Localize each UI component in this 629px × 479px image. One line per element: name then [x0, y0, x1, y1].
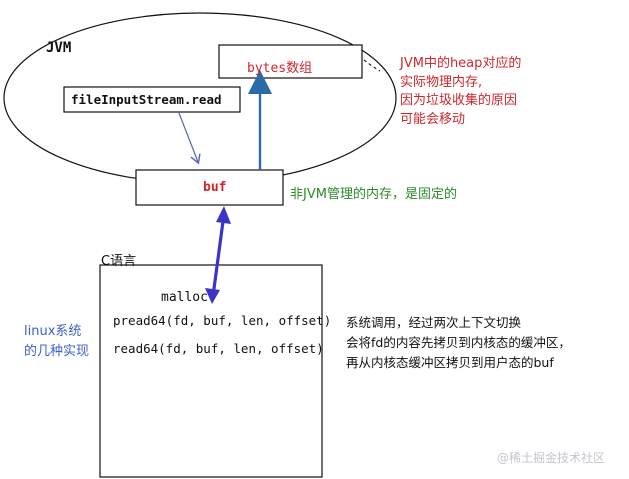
buf-c-double-arrow — [205, 206, 231, 304]
bytes-array-label: bytes数组 — [247, 57, 312, 76]
syscall-note-line-3: 再从内核态缓冲区拷贝到用户态的buf — [346, 355, 554, 370]
jvm-label: JVM — [46, 40, 72, 56]
buf-label: buf — [203, 180, 227, 195]
heap-note-line-3: 因为垃圾收集的原因 — [400, 93, 518, 108]
heap-note: JVM中的heap对应的 实际物理内存, 因为垃圾收集的原因 可能会移动 — [400, 55, 620, 129]
heap-note-line-2: 实际物理内存, — [400, 74, 483, 90]
pread-call: pread64(fd, buf, len, offset) — [113, 313, 332, 328]
non-jvm-note: 非JVM管理的内存，是固定的 — [290, 187, 457, 202]
heap-note-line-1: JVM中的heap对应的 — [400, 56, 522, 71]
file-input-stream-read-label: fileInputStream.read — [71, 92, 222, 107]
bytes-array-box — [218, 44, 363, 79]
syscall-note-line-1: 系统调用，经过两次上下文切换 — [346, 315, 522, 330]
watermark: @稀土掘金技术社区 — [497, 451, 606, 465]
read-call: read64(fd, buf, len, offset) — [113, 341, 324, 356]
syscall-note: 系统调用，经过两次上下文切换 会将fd的内容先拷贝到内核态的缓冲区， 再从内核态… — [346, 313, 571, 373]
malloc-label: malloc — [161, 290, 208, 305]
linux-note-line-1: linux系统 — [24, 324, 82, 339]
syscall-note-line-2: 会将fd的内容先拷贝到内核态的缓冲区， — [346, 335, 571, 350]
buf-box — [135, 169, 284, 206]
bytes-word: bytes — [247, 61, 287, 76]
heap-note-line-4: 可能会移动 — [400, 111, 466, 127]
c-language-label: C语言 — [101, 254, 137, 269]
linux-note: linux系统 的几种实现 — [24, 322, 89, 362]
file-input-stream-box — [63, 86, 241, 113]
linux-note-line-2: 的几种实现 — [24, 344, 90, 359]
read-to-buf-arrow — [178, 112, 198, 162]
bytes-suffix: 数组 — [286, 61, 313, 76]
